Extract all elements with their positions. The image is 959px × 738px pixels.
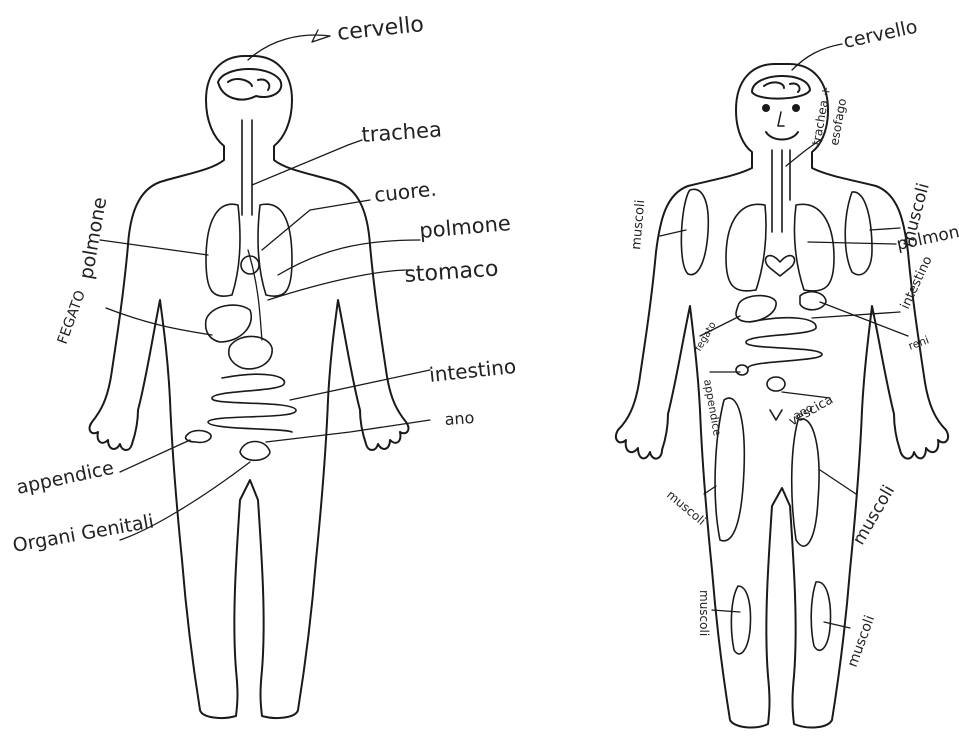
right-muscle-arm-left [681,189,708,274]
left-lung-left [206,204,240,296]
right-label-appendice: appendice [701,378,724,437]
right-mouth [766,132,798,140]
left-label-ano: ano [444,408,475,429]
right-lung-right [794,204,834,291]
left-genitals [240,442,270,461]
right-label-fegato: fegato [693,320,719,353]
left-trachea [242,120,252,215]
right-label-muscoli-arm-left: muscoli [629,199,648,250]
right-body-diagram: cervello trachea + esofago muscoli musco… [616,16,959,728]
right-nose [778,112,784,126]
right-eye-left [762,104,770,112]
right-eye-right [792,104,800,112]
left-label-polmone-right: polmone [418,211,511,243]
left-label-stomaco: stomaco [404,256,500,287]
left-label-fegato: FEGATO [55,288,89,346]
right-trachea [772,150,790,232]
right-label-muscoli-thigh-left: muscoli [664,488,708,528]
right-appendix [736,365,748,375]
right-label-muscoli-calf-right: muscoli [845,613,878,669]
left-leader-lines [100,30,430,540]
right-label-reni: reni [907,333,931,352]
right-bladder [767,377,785,391]
right-label-muscoli-calf-left: muscoli [697,590,711,636]
right-muscle-calf-left [731,586,750,654]
left-body-diagram: cervello trachea cuore. polmone stomaco … [11,12,517,718]
left-label-appendice: appendice [14,457,115,499]
right-brain [752,76,810,99]
right-kidney [800,292,826,310]
right-label-cervello: cervello [841,16,919,53]
left-label-organi-genitali: Organi Genitali [11,510,156,556]
left-label-trachea: trachea [361,117,443,147]
left-label-polmone-left: polmone [75,195,111,280]
left-brain [218,69,281,100]
left-stomach [229,336,272,368]
right-label-trachea-esofago-2: esofago [827,97,849,146]
left-label-cuore: cuore. [373,177,438,207]
left-intestine [208,374,296,432]
right-anus-mark [770,410,782,420]
left-lung-right [258,204,292,296]
right-muscle-thigh-right [792,419,819,546]
right-muscle-arm-right [845,192,872,275]
right-liver [736,296,776,322]
left-label-cervello: cervello [336,12,425,46]
left-body-outline [90,56,409,718]
right-lung-left [726,204,766,291]
left-label-intestino: intestino [428,354,517,387]
right-intestine [746,318,822,368]
right-muscle-calf-right [811,582,830,650]
right-label-intestino: intestino [898,254,936,312]
right-heart [765,256,794,276]
